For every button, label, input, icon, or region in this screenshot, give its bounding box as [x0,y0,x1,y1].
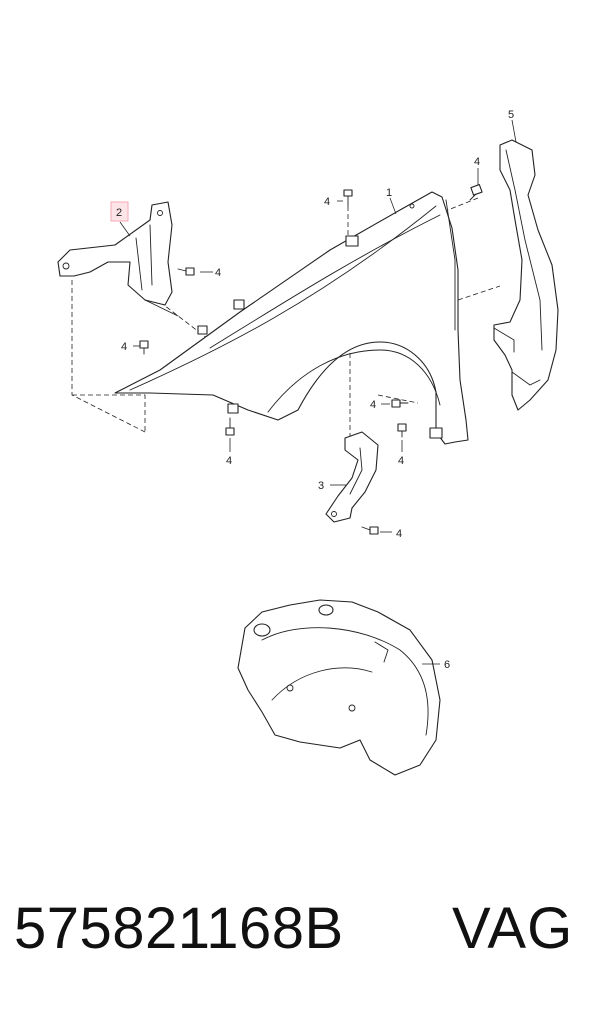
bolt-6 [391,399,409,408]
callout-highlight-box [110,201,129,222]
callout-4-c: 4 [215,267,221,279]
callout-4-d: 4 [121,341,127,353]
callout-5: 5 [508,109,514,121]
bolt-1 [343,189,353,207]
callout-2: 2 [116,207,122,219]
bolt-4 [139,340,149,355]
callout-4-a: 4 [324,196,330,208]
callout-6: 6 [444,659,450,671]
bolt-7 [397,423,407,438]
callout-4-h: 4 [396,528,402,540]
bolt-3 [177,267,195,276]
callout-4-b: 4 [474,156,480,168]
bolt-2 [469,183,483,201]
front-bracket-part [57,201,179,317]
callout-4-f: 4 [370,399,376,411]
wheel-liner-part [237,599,441,776]
rear-bracket-part [325,431,379,523]
callout-4-e: 4 [226,455,232,467]
callout-3: 3 [318,480,324,492]
part-number: 575821168B [14,896,344,961]
seal-part [493,139,559,411]
brand-label: VAG [452,896,574,961]
bolt-5 [225,417,235,436]
leader-lines [119,119,517,665]
callout-1: 1 [386,187,392,199]
callout-4-g: 4 [398,455,404,467]
fender-part [114,191,469,445]
bolt-8 [361,526,379,535]
footer: 575821168B VAG [0,895,600,975]
